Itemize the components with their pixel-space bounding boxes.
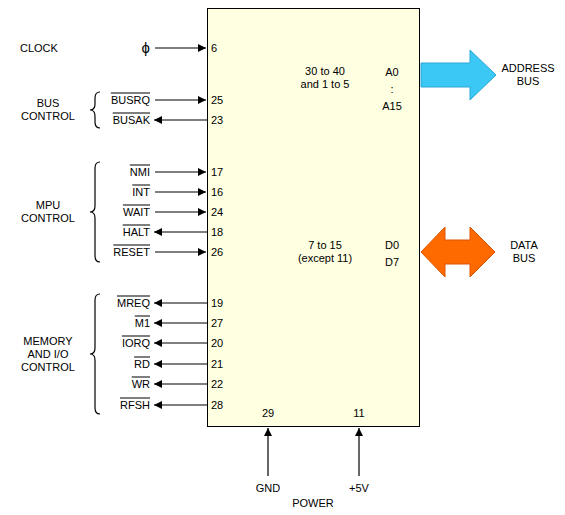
- pin-number: 28: [211, 399, 223, 412]
- mreq-arrow: [154, 302, 207, 303]
- pin-number: 29: [262, 407, 274, 420]
- data-pins: 7 to 15 (except 11): [295, 239, 355, 265]
- iorq-arrow: [154, 342, 207, 343]
- address-pins: 30 to 40 and 1 to 5: [300, 65, 350, 91]
- signal-name: RFSH: [120, 399, 150, 412]
- halt-arrow: [154, 231, 207, 232]
- busak-arrow: [154, 119, 207, 120]
- reset-arrow: [155, 251, 206, 252]
- address-line: A15: [382, 100, 402, 113]
- bus-label: DATA BUS: [502, 239, 546, 265]
- pin-number: 18: [211, 226, 223, 239]
- signal-name: IORQ: [122, 337, 150, 350]
- pin-number: 25: [211, 94, 223, 107]
- wr-arrow: [154, 383, 207, 384]
- rd-arrow: [154, 363, 207, 364]
- pin-number: 26: [211, 246, 223, 259]
- address-bus-arrow: [421, 50, 496, 100]
- group-label: MPU CONTROL: [18, 199, 78, 225]
- signal-name: M1: [135, 317, 150, 330]
- pin-number: 20: [211, 337, 223, 350]
- signal-name: BUSAK: [113, 114, 150, 127]
- gnd-arrow: [267, 428, 268, 476]
- pin-number: 16: [211, 186, 223, 199]
- pin-number: 24: [211, 206, 223, 219]
- signal-name: RESET: [113, 246, 150, 259]
- m1-arrow: [154, 322, 207, 323]
- brace: [90, 162, 100, 262]
- power-pin-label: GND: [256, 482, 280, 495]
- pin-number: 27: [211, 317, 223, 330]
- wait-arrow: [155, 211, 206, 212]
- rfsh-arrow: [154, 404, 207, 405]
- signal-name: HALT: [123, 226, 150, 239]
- address-line: A0: [385, 66, 398, 79]
- signal-name: NMI: [130, 166, 150, 179]
- brace: [90, 92, 100, 128]
- vcc-arrow: [358, 428, 359, 476]
- data-line: D7: [385, 256, 399, 269]
- pin-number: 23: [211, 114, 223, 127]
- signal-name: BUSRQ: [111, 94, 150, 107]
- busrq-arrow: [155, 99, 206, 100]
- int-arrow: [155, 191, 206, 192]
- signal-name: RD: [134, 358, 150, 371]
- signal-name: WAIT: [123, 206, 150, 219]
- address-line: :: [390, 83, 393, 96]
- signal-group: CLOCK: [20, 42, 58, 55]
- bus-label: ADDRESS BUS: [499, 62, 557, 88]
- data-line: D0: [385, 239, 399, 252]
- group-label: MEMORY AND I/O CONTROL: [17, 335, 79, 374]
- pin-number: 19: [211, 297, 223, 310]
- pin-number: 22: [211, 378, 223, 391]
- brace: [90, 294, 100, 414]
- clock-symbol: ϕ: [142, 39, 150, 57]
- group-label: BUS CONTROL: [18, 97, 78, 123]
- signal-name: WR: [132, 378, 150, 391]
- power-pin-label: +5V: [349, 482, 369, 495]
- nmi-arrow: [155, 171, 206, 172]
- group-label: POWER: [292, 497, 334, 510]
- pin-number: 11: [353, 407, 364, 420]
- signal-name: MREQ: [117, 297, 150, 310]
- pin-number: 21: [211, 358, 223, 371]
- clock-arrow: [155, 47, 206, 48]
- mpu-chip: 6 25 23 17 16 24 18 26 19 27 20 21 22 28 30 to 40 and …: [207, 8, 420, 427]
- pin-number: 17: [211, 166, 223, 179]
- signal-name: INT: [132, 186, 150, 199]
- pin-number: 6: [211, 42, 217, 55]
- data-bus-arrow: [421, 227, 495, 277]
